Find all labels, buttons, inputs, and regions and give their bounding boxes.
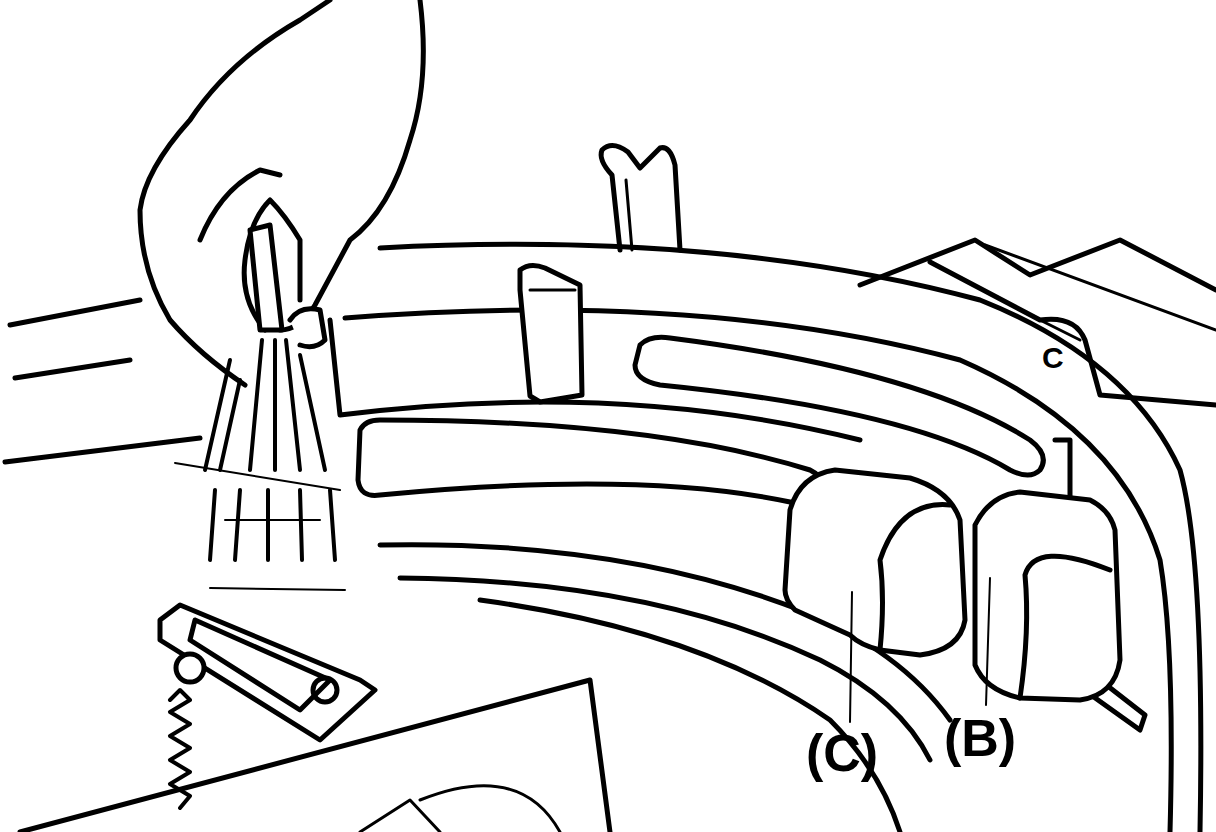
- callout-label: (C): [806, 727, 878, 779]
- callout-label: (B): [944, 712, 1016, 764]
- part-letter: C: [1042, 343, 1064, 373]
